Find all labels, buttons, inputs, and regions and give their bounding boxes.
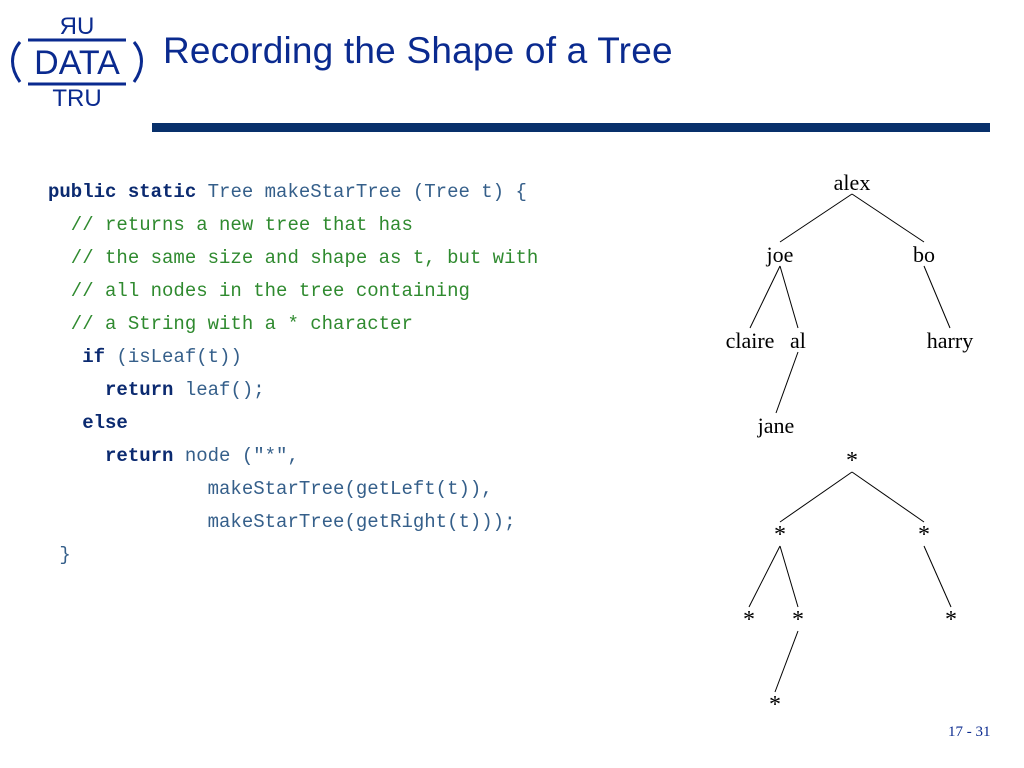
tree-node-lr: * [792, 607, 804, 633]
tree-node-l: * [774, 522, 786, 548]
code-block: public static Tree makeStarTree (Tree t)… [48, 176, 538, 572]
tree-node-r: * [918, 522, 930, 548]
code-keyword: public static [48, 181, 197, 203]
code-text [48, 412, 82, 434]
logo-middle-word: DATA [34, 44, 120, 82]
code-comment: // all nodes in the tree containing [48, 280, 470, 302]
code-keyword: return [105, 379, 174, 401]
page-number: 17 - 31 [948, 724, 991, 740]
code-line: // the same size and shape as t, but wit… [48, 242, 538, 275]
tree-node-alex: alex [834, 170, 871, 195]
tree-node-rr: * [945, 607, 957, 633]
tree-diagrams: alex joe bo claire al harry jane * * * * * * * [726, 170, 974, 718]
tree-node-claire: claire [726, 328, 775, 353]
tree-edge [749, 265, 781, 329]
tree-node-bo: bo [913, 242, 935, 267]
tree-node-lrl: * [769, 692, 781, 718]
tree-edge [748, 545, 781, 608]
code-line: public static Tree makeStarTree (Tree t)… [48, 176, 538, 209]
tree-node-jane: jane [757, 413, 795, 438]
code-keyword: if [82, 346, 106, 368]
tree-edge [779, 265, 799, 329]
tree-node-joe: joe [766, 242, 794, 267]
tree-edge [774, 630, 799, 693]
code-text [48, 379, 105, 401]
tree-edge [851, 193, 925, 243]
code-comment: // a String with a * character [48, 313, 413, 335]
tree-edge [923, 545, 952, 608]
tree-edge [923, 265, 951, 329]
code-text: makeStarTree(getLeft(t)), [48, 478, 493, 500]
tree-node-root: * [846, 448, 858, 474]
name-tree: alex joe bo claire al harry jane [726, 170, 974, 438]
code-line: makeStarTree(getLeft(t)), [48, 473, 538, 506]
code-keyword: return [105, 445, 174, 467]
code-line: // a String with a * character [48, 308, 538, 341]
code-comment: // the same size and shape as t, but wit… [48, 247, 539, 269]
slide-title: Recording the Shape of a Tree [163, 30, 673, 71]
code-line: if (isLeaf(t)) [48, 341, 538, 374]
code-line: else [48, 407, 538, 440]
code-text: leaf(); [173, 379, 265, 401]
title-underline [152, 123, 990, 132]
code-comment: // returns a new tree that has [48, 214, 413, 236]
code-text: makeStarTree(getRight(t))); [48, 511, 516, 533]
tree-edge [851, 471, 925, 523]
code-line: return node ("*", [48, 440, 538, 473]
tree-node-ll: * [743, 607, 755, 633]
code-text: (isLeaf(t)) [105, 346, 242, 368]
code-text: Tree makeStarTree (Tree t) { [196, 181, 527, 203]
code-line: makeStarTree(getRight(t))); [48, 506, 538, 539]
code-text [48, 346, 82, 368]
tree-edge [775, 351, 799, 414]
tree-edge [779, 193, 853, 243]
code-line: // all nodes in the tree containing [48, 275, 538, 308]
code-line: } [48, 539, 538, 572]
tree-edge [779, 545, 799, 608]
tree-node-harry: harry [927, 328, 973, 353]
data-structures-logo: ЯU DATA TRU [11, 13, 143, 108]
tree-edge [779, 471, 853, 523]
code-text [48, 445, 105, 467]
star-tree: * * * * * * * [743, 448, 957, 718]
code-line: return leaf(); [48, 374, 538, 407]
tree-node-al: al [790, 328, 806, 353]
code-keyword: else [82, 412, 128, 434]
logo-top-word: ЯU [60, 13, 95, 40]
code-text: } [48, 544, 71, 566]
logo-bottom-word: TRU [52, 85, 101, 108]
code-text: node ("*", [173, 445, 299, 467]
code-line: // returns a new tree that has [48, 209, 538, 242]
